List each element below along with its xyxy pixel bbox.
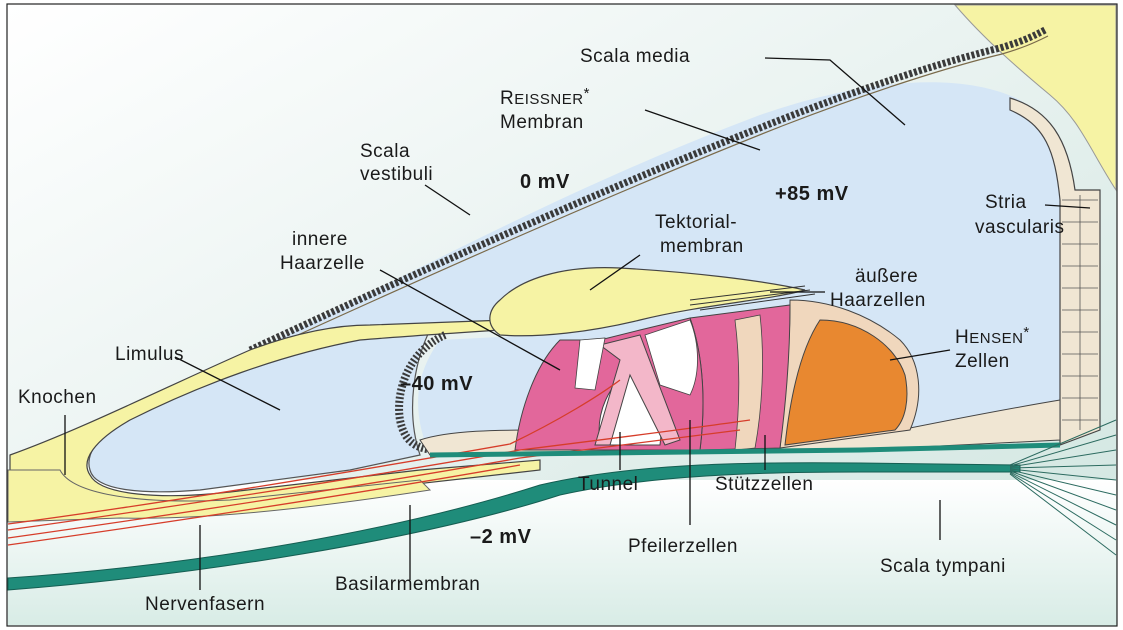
label-reissner-membrane-2: Membran xyxy=(500,112,584,133)
label-aeussere-1: äußere xyxy=(855,266,918,287)
label-tunnel: Tunnel xyxy=(578,474,638,495)
label-stuetzzellen: Stützzellen xyxy=(715,474,813,495)
label-hensen-2: Zellen xyxy=(955,351,1010,372)
label-pfeilerzellen: Pfeilerzellen xyxy=(628,536,738,557)
label-plus85-mv: +85 mV xyxy=(775,183,849,205)
label-minus2-mv: –2 mV xyxy=(470,526,532,548)
label-scala-media: Scala media xyxy=(580,46,690,67)
label-knochen: Knochen xyxy=(18,387,97,408)
label-minus40-mv: –40 mV xyxy=(400,373,473,395)
label-innere-2: Haarzelle xyxy=(280,253,365,274)
label-scala-tympani: Scala tympani xyxy=(880,556,1006,577)
label-stria-2: vascularis xyxy=(975,217,1064,238)
label-zero-mv: 0 mV xyxy=(520,171,570,193)
label-tektorial-1: Tektorial- xyxy=(655,212,737,233)
label-basilarmembran: Basilarmembran xyxy=(335,574,480,595)
label-scala-vestibuli-1: Scala xyxy=(360,141,410,162)
label-nervenfasern: Nervenfasern xyxy=(145,594,265,615)
label-limulus: Limulus xyxy=(115,344,184,365)
label-stria-1: Stria xyxy=(985,192,1027,213)
label-tektorial-2: membran xyxy=(660,236,744,257)
label-innere-1: innere xyxy=(292,229,348,250)
label-scala-vestibuli-2: vestibuli xyxy=(360,164,433,185)
label-aeussere-2: Haarzellen xyxy=(830,290,926,311)
